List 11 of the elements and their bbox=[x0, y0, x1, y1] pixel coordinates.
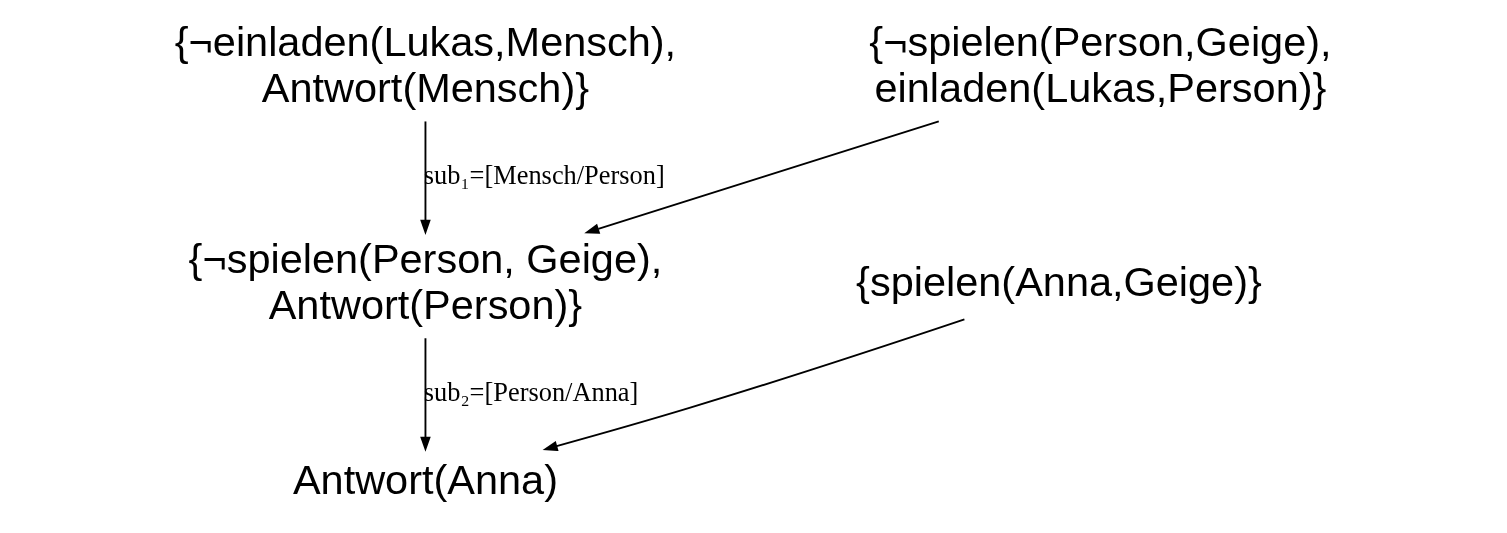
node-text: Antwort(Anna) bbox=[292, 455, 558, 503]
node-text: {¬spielen(Person, Geige), Antwort(Person)} bbox=[188, 235, 662, 328]
arrow bbox=[419, 120, 431, 235]
node-text: {¬einladen(Lukas,Mensch), Antwort(Mensch)} bbox=[174, 18, 676, 111]
node-text: {spielen(Anna,Geige)} bbox=[855, 257, 1262, 305]
edge-label: sub₂=[Person/Anna] bbox=[423, 376, 638, 407]
arrow bbox=[583, 120, 940, 234]
arrow bbox=[419, 337, 431, 452]
node-text: {¬spielen(Person,Geige), einladen(Lukas,Person)} bbox=[868, 18, 1332, 111]
arrow bbox=[542, 318, 965, 452]
edge-label: sub₁=[Mensch/Person] bbox=[423, 159, 665, 190]
